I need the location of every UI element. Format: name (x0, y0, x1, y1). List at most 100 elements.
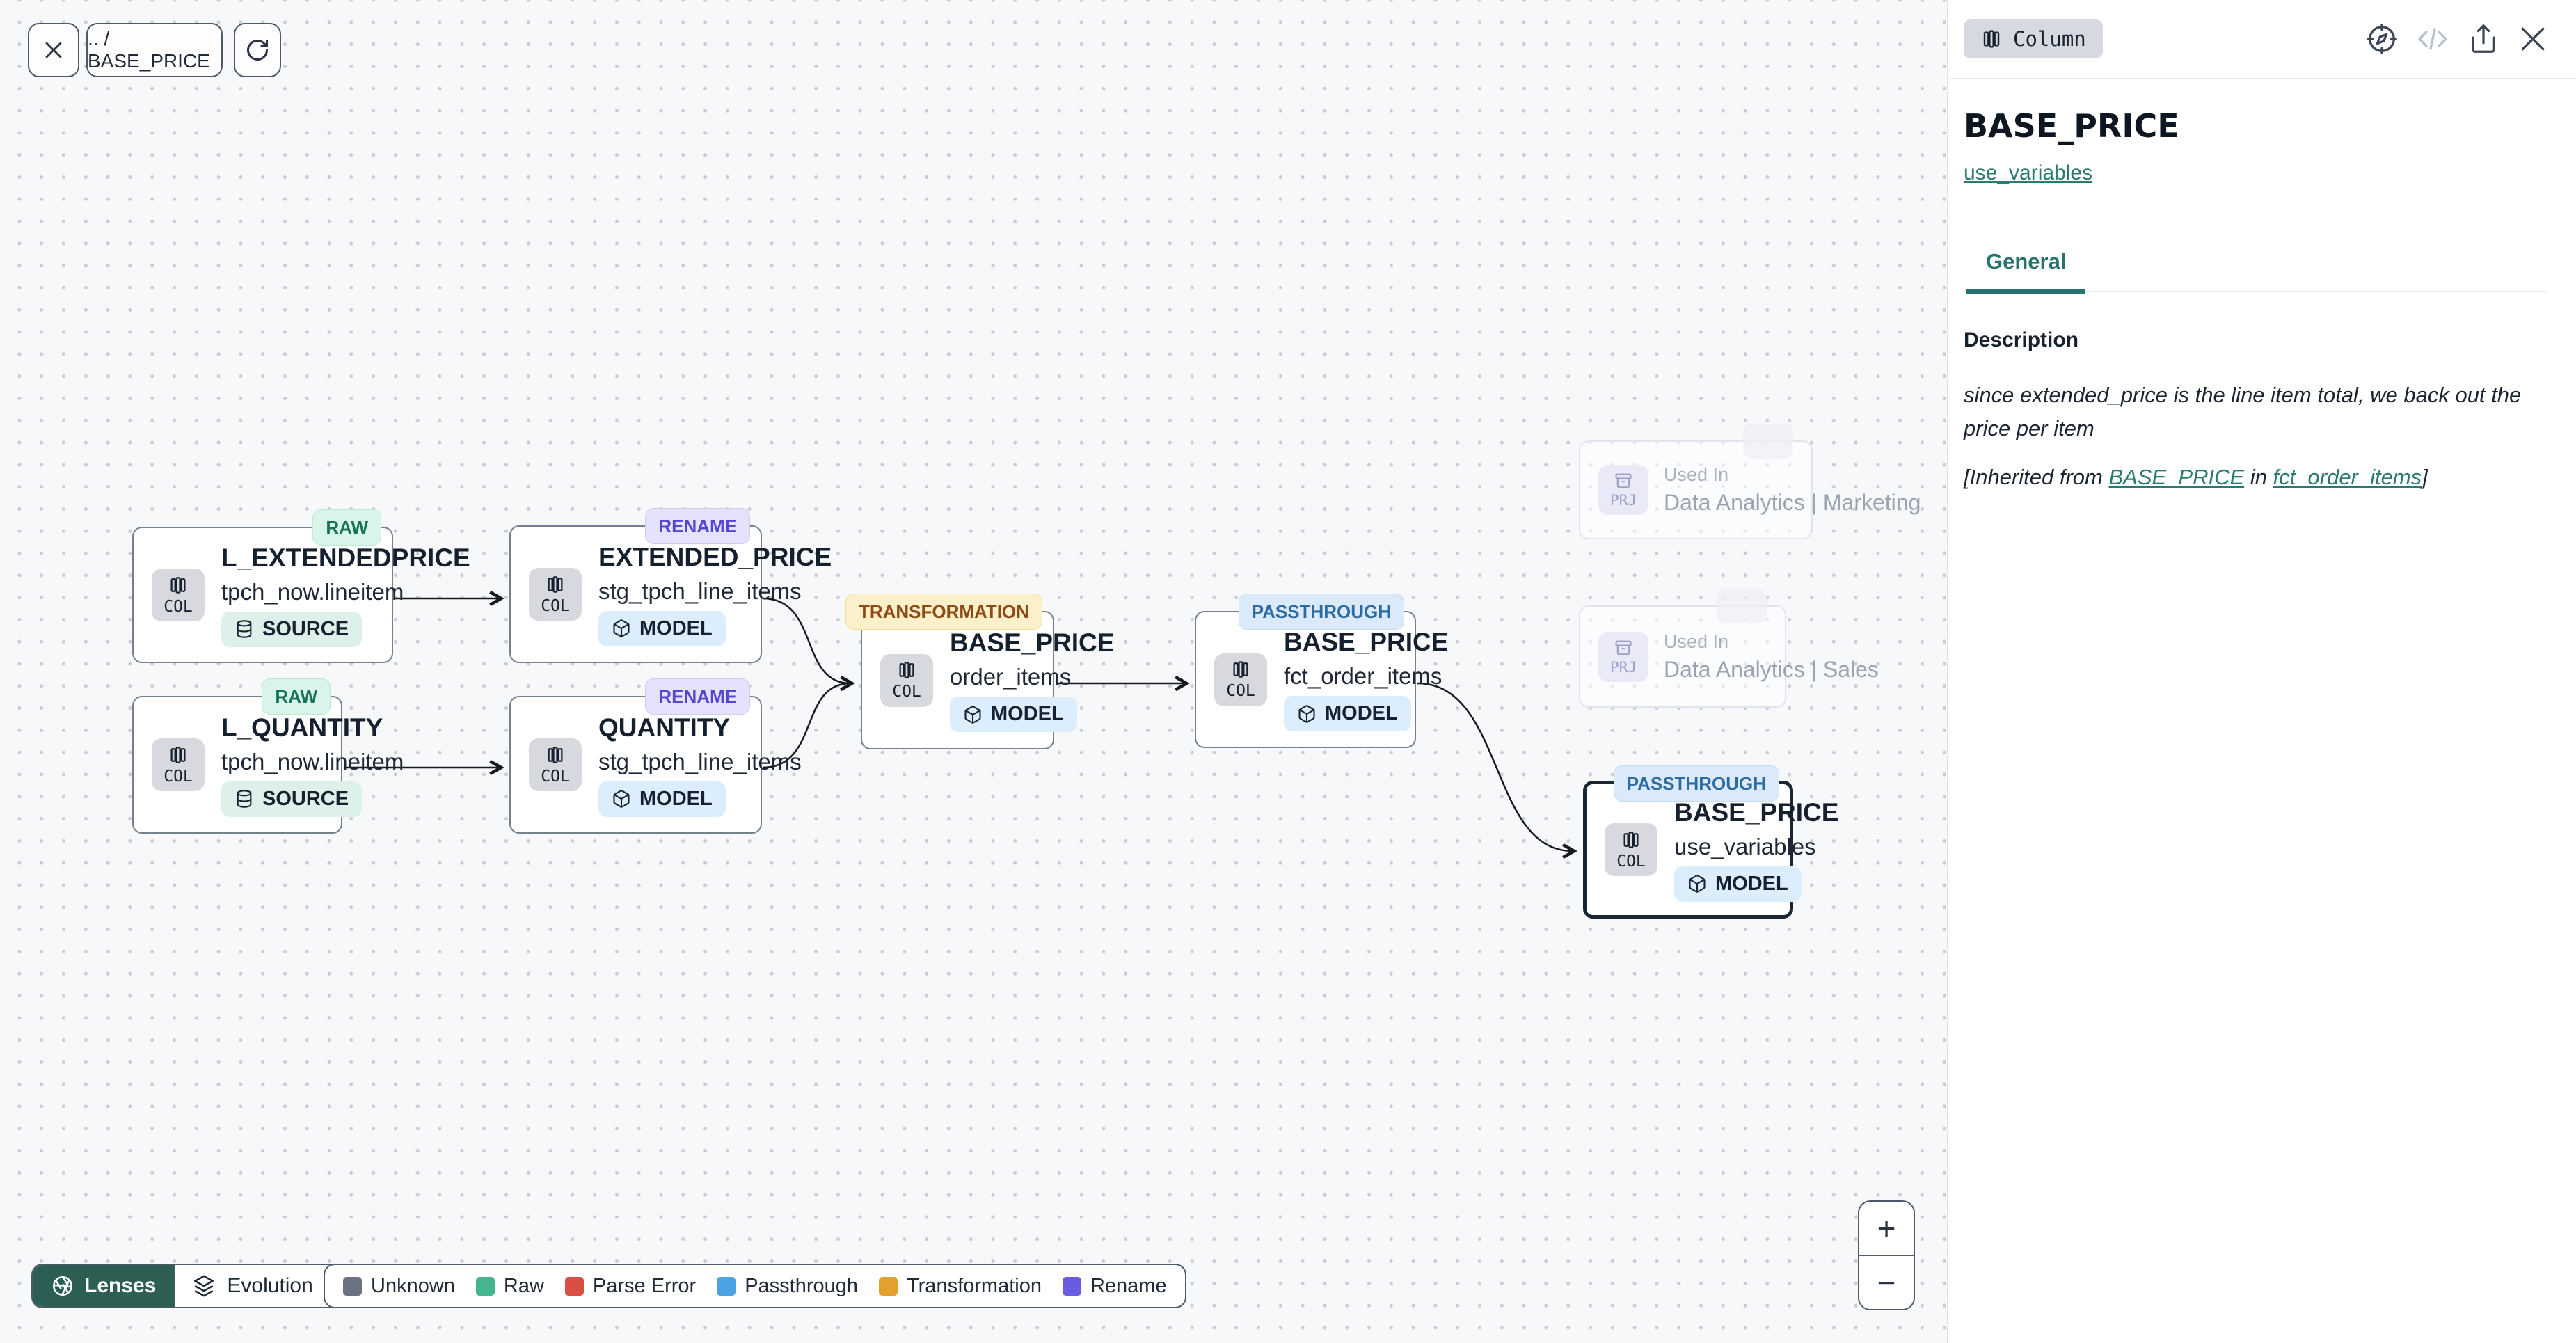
ghost-node-used-in-sales[interactable]: PRJ Used In Data Analytics | Sales (1579, 589, 1879, 708)
kind-label: COL (541, 596, 570, 615)
legend-swatch (475, 1276, 495, 1296)
node-l-extendedprice[interactable]: RAW COL L_EXTENDEDPRICE tpch_now.lineite… (132, 509, 470, 663)
node-subtitle: tpch_now.lineitem (221, 578, 404, 605)
panel-body: BASE_PRICE use_variables General Descrip… (1948, 79, 2576, 490)
explore-button[interactable] (2366, 23, 2398, 55)
inherited-suffix: ] (2422, 465, 2428, 490)
chip-label: MODEL (639, 617, 713, 639)
close-lineage-button[interactable] (28, 23, 79, 77)
database-icon (234, 619, 254, 639)
column-kind-chip: COL (880, 653, 933, 707)
breadcrumb[interactable]: .. / BASE_PRICE (86, 23, 223, 77)
lens-badge: RAW (312, 509, 381, 546)
compass-icon (2366, 23, 2398, 55)
node-title: L_QUANTITY (221, 713, 383, 742)
project-kind-chip: PRJ (1598, 465, 1648, 515)
cube-icon (612, 619, 631, 638)
kind-label: COL (1616, 852, 1646, 871)
legend-label: Parse Error (592, 1274, 697, 1297)
legend-item-transformation: Transformation (879, 1275, 1042, 1298)
source-chip: SOURCE (221, 781, 363, 817)
project-name: Data Analytics | Marketing (1664, 490, 1921, 515)
columns-icon (1230, 659, 1251, 680)
model-chip: MODEL (598, 610, 726, 646)
tab-label: General (1986, 249, 2067, 273)
legend-label: Transformation (907, 1274, 1042, 1297)
legend-swatch (879, 1276, 898, 1296)
entity-type-badge: Column (1964, 19, 2103, 58)
share-icon (2467, 23, 2499, 55)
node-base-price-fct-order-items[interactable]: PASSTHROUGH COL BASE_PRICE fct_order_ite… (1195, 594, 1448, 748)
column-kind-chip: COL (152, 569, 205, 621)
node-base-price-order-items[interactable]: TRANSFORMATION COL BASE_PRICE order_item… (845, 594, 1114, 749)
database-icon (234, 789, 254, 809)
node-subtitle: use_variables (1674, 833, 1816, 859)
zoom-in-button[interactable]: + (1859, 1202, 1914, 1255)
node-extended-price[interactable]: RENAME COL EXTENDED_PRICE stg_tpch_line_… (509, 508, 832, 663)
columns-icon (896, 660, 917, 681)
inherited-prefix: [Inherited from (1964, 465, 2109, 490)
column-kind-chip: COL (1605, 823, 1657, 876)
legend-swatch (717, 1276, 736, 1296)
column-kind-chip: COL (152, 738, 205, 791)
tab-general[interactable]: General (1966, 249, 2086, 294)
zoom-out-button[interactable]: − (1859, 1255, 1914, 1309)
node-base-price-use-variables[interactable]: PASSTHROUGH COL BASE_PRICE use_variables… (1583, 765, 1838, 919)
node-subtitle: stg_tpch_line_items (598, 578, 802, 604)
legend-swatch (1062, 1276, 1081, 1296)
node-subtitle: order_items (950, 664, 1072, 690)
lenses-button[interactable]: Lenses (33, 1265, 175, 1307)
cube-icon (612, 789, 631, 809)
lineage-canvas[interactable]: .. / BASE_PRICE RAW COL L_EXTENDEDPRICE … (0, 0, 1947, 1343)
column-kind-chip: COL (529, 738, 582, 791)
archive-icon (1614, 471, 1633, 491)
model-chip: MODEL (1674, 866, 1802, 902)
kind-label: COL (892, 683, 921, 701)
chip-label: MODEL (639, 787, 713, 810)
columns-icon (545, 574, 566, 595)
details-panel: Column BASE_PRICE use_variables General (1947, 0, 2576, 1343)
panel-tabs: General (1964, 249, 2548, 294)
cube-icon (1297, 704, 1317, 724)
cube-icon (963, 705, 983, 724)
legend-item-raw: Raw (475, 1275, 544, 1298)
legend-item-unknown: Unknown (343, 1275, 455, 1298)
lens-badge: PASSTHROUGH (1238, 594, 1404, 630)
lens-mode-label: Evolution (227, 1274, 313, 1297)
inherited-model-link[interactable]: fct_order_items (2273, 465, 2422, 490)
columns-icon (545, 745, 566, 765)
faded-lens-badge (1717, 589, 1767, 623)
refresh-icon (245, 38, 270, 63)
panel-title: BASE_PRICE (1964, 107, 2179, 145)
description-heading: Description (1964, 328, 2079, 351)
used-in-label: Used In (1664, 464, 1729, 485)
refresh-button[interactable] (234, 23, 281, 77)
share-button[interactable] (2467, 23, 2499, 55)
node-title: EXTENDED_PRICE (598, 542, 832, 571)
code-button[interactable] (2416, 22, 2449, 56)
lenses-control: Lenses Evolution (31, 1264, 360, 1308)
chip-label: SOURCE (262, 787, 349, 810)
kind-label: COL (164, 767, 193, 786)
node-l-quantity[interactable]: RAW COL L_QUANTITY tpch_now.lineitem SOU… (132, 678, 404, 834)
node-quantity[interactable]: RENAME COL QUANTITY stg_tpch_line_items … (509, 678, 802, 834)
chip-label: MODEL (1325, 702, 1398, 724)
faded-lens-badge (1743, 424, 1793, 459)
lens-mode-dropdown[interactable]: Evolution (174, 1265, 358, 1307)
columns-icon (168, 745, 189, 765)
columns-icon (1621, 829, 1641, 850)
entity-type-label: Column (2013, 27, 2086, 51)
ghost-node-used-in-marketing[interactable]: PRJ Used In Data Analytics | Marketing (1579, 424, 1921, 539)
legend-label: Passthrough (745, 1274, 859, 1297)
kind-label: COL (164, 597, 193, 616)
model-link[interactable]: use_variables (1964, 161, 2093, 184)
inherited-column-link[interactable]: BASE_PRICE (2108, 465, 2245, 490)
legend-item-passthrough: Passthrough (717, 1275, 858, 1298)
panel-header-actions (2366, 22, 2548, 56)
model-chip: MODEL (1284, 696, 1411, 731)
lens-badge: PASSTHROUGH (1613, 765, 1779, 802)
close-panel-button[interactable] (2518, 24, 2548, 54)
legend-item-parse-error: Parse Error (564, 1274, 697, 1298)
lens-badge: RENAME (645, 508, 750, 544)
close-icon (2518, 24, 2548, 54)
